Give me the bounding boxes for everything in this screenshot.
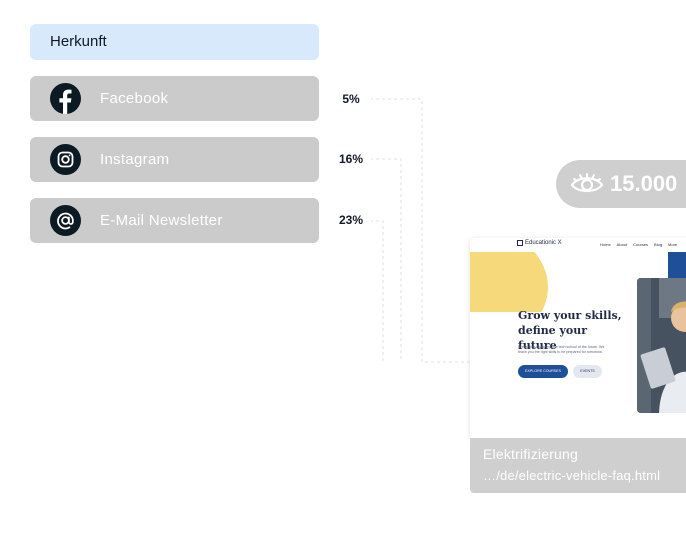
decorative-shape xyxy=(470,252,550,312)
source-row-newsletter[interactable]: E-Mail Newsletter xyxy=(30,198,319,243)
preview-menu: Home About Courses Blog More xyxy=(600,242,677,247)
origin-header: Herkunft xyxy=(30,24,319,60)
facebook-icon xyxy=(50,83,81,114)
origin-header-title: Herkunft xyxy=(50,33,107,50)
preview-primary-button: EXPLORE COURSES xyxy=(518,365,568,378)
preview-headline: Grow your skills, define your future xyxy=(518,308,628,353)
preview-menu-item: Blog xyxy=(654,242,663,247)
page-preview-thumbnail[interactable]: Educationic X Home About Courses Blog Mo… xyxy=(470,238,686,438)
preview-headline-line: define your future xyxy=(518,324,588,352)
preview-menu-item: About xyxy=(616,242,628,247)
source-row-facebook[interactable]: Facebook xyxy=(30,76,319,121)
percent-badge-newsletter: 23% xyxy=(331,207,371,233)
page-caption[interactable]: Elektrifizierung …/de/electric-vehicle-f… xyxy=(470,438,686,493)
source-label-instagram: Instagram xyxy=(100,151,170,168)
decorative-block xyxy=(668,252,686,278)
source-row-instagram[interactable]: Instagram xyxy=(30,137,319,182)
percent-badge-instagram: 16% xyxy=(331,146,371,172)
preview-headline-line: Grow your skills, xyxy=(518,309,622,322)
preview-hero-photo xyxy=(637,278,686,413)
preview-brand: Educationic X xyxy=(525,240,562,246)
preview-menu-item: Courses xyxy=(633,242,649,247)
preview-subtitle: Presenting Academy, the tech school of t… xyxy=(518,345,605,354)
views-counter: 15.000 xyxy=(556,160,686,208)
logo-mark-icon xyxy=(517,240,523,246)
eye-icon xyxy=(570,172,604,201)
source-label-facebook: Facebook xyxy=(100,90,169,107)
person-photo-illustration xyxy=(637,278,686,413)
preview-secondary-button: EVENTS xyxy=(573,365,602,378)
percent-badge-facebook: 5% xyxy=(331,86,371,112)
instagram-icon xyxy=(50,144,81,175)
preview-menu-item: Home xyxy=(600,242,611,247)
views-count: 15.000 xyxy=(610,171,678,196)
page-title: Elektrifizierung xyxy=(483,446,579,462)
preview-menu-item: More xyxy=(668,242,678,247)
at-sign-icon xyxy=(50,205,81,236)
preview-logo: Educationic X xyxy=(517,240,562,246)
source-label-newsletter: E-Mail Newsletter xyxy=(100,212,223,229)
preview-navbar: Educationic X Home About Courses Blog Mo… xyxy=(470,238,686,252)
page-url[interactable]: …/de/electric-vehicle-faq.html xyxy=(483,468,661,483)
